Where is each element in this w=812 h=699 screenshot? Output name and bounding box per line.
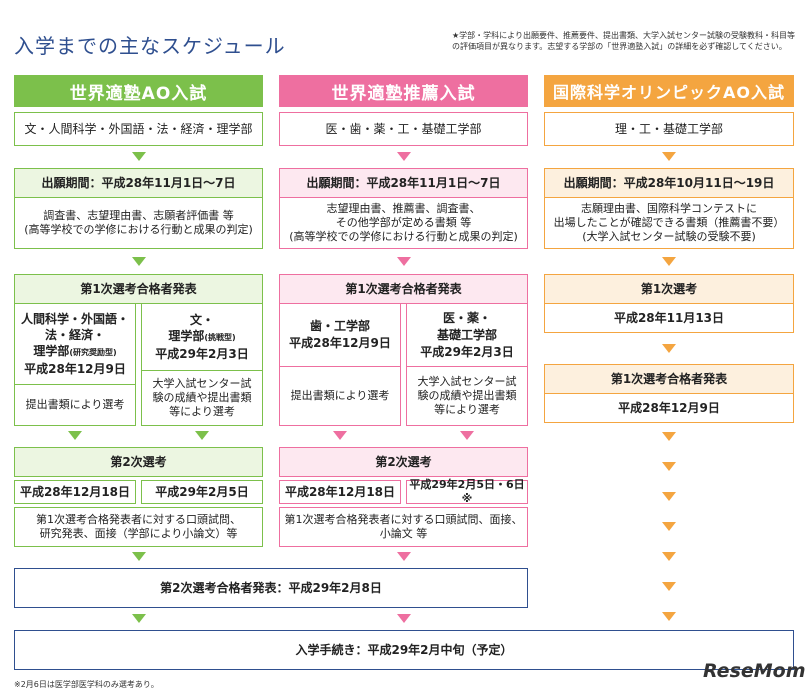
ao-second-date2: 平成29年2月5日 xyxy=(141,480,263,504)
ao-right-method-line2: 験の成績や提出書類 xyxy=(152,391,252,404)
ao-right-method: 大学入試センター試 験の成績や提出書類 等により選考 xyxy=(141,370,263,426)
rec-right-fac-line1: 医・薬・ xyxy=(442,310,491,325)
ao-left-fac-line2: 法・経済・ xyxy=(44,328,105,342)
ao-header: 世界適塾AO入試 xyxy=(14,75,263,107)
note-text: ★学部・学科により出願要件、推薦要件、提出書類、大学入試センター試験の受験教科・… xyxy=(452,31,796,51)
ao-left-method: 提出書類により選考 xyxy=(14,384,136,426)
ao-right-fac-line2: 理学部(挑戦型) xyxy=(168,328,235,346)
ao-right-fac-line1: 文・ xyxy=(189,313,214,327)
ao-right-fac2: 理学部 xyxy=(168,329,205,343)
ao-left-fac3: 理学部 xyxy=(33,344,70,358)
ao-docs-line2: (高等学校での学修における行動と成果の判定) xyxy=(24,223,253,236)
rec-right-method-line2: 験の成績や提出書類 xyxy=(417,389,517,402)
rec-faculties: 医・歯・薬・工・基礎工学部 xyxy=(279,112,528,146)
ao-docs: 調査書、志望理由書、志願者評価書 等 (高等学校での学修における行動と成果の判定… xyxy=(14,197,263,249)
ao-first-result: 第1次選考合格者発表 xyxy=(14,274,263,304)
rec-right-method-line1: 大学入試センター試 xyxy=(417,375,517,388)
rec-left-method: 提出書類により選考 xyxy=(279,366,401,426)
ao-second-date1: 平成28年12月18日 xyxy=(14,480,136,504)
ao-second-desc: 第1次選考合格発表者に対する口頭試問、 研究発表、面接（学部により小論文）等 xyxy=(14,507,263,547)
arrow-icon xyxy=(397,152,411,161)
ao-right-fac2-small: (挑戦型) xyxy=(204,333,236,342)
oly-faculties: 理・工・基礎工学部 xyxy=(544,112,794,146)
rec-period: 出願期間：平成28年11月1日〜7日 xyxy=(279,168,528,198)
arrow-icon xyxy=(662,552,676,561)
oly-first: 第1次選考 xyxy=(544,274,794,304)
arrow-icon xyxy=(132,152,146,161)
ao-docs-line1: 調査書、志望理由書、志願者評価書 等 xyxy=(43,209,234,222)
oly-docs-line3: (大学入試センター試験の受験不要) xyxy=(582,230,756,243)
rec-left-date: 平成28年12月9日 xyxy=(289,336,391,350)
logo: ReseMom xyxy=(703,660,806,682)
oly-first-result: 第1次選考合格者発表 xyxy=(544,364,794,394)
arrow-icon xyxy=(662,522,676,531)
rec-second: 第2次選考 xyxy=(279,447,528,477)
arrow-icon xyxy=(662,257,676,266)
oly-result-date: 平成28年12月9日 xyxy=(544,393,794,423)
rec-right-faculty: 医・薬・ 基礎工学部 平成29年2月3日 xyxy=(406,303,528,367)
arrow-icon xyxy=(397,552,411,561)
arrow-icon xyxy=(662,582,676,591)
ao-right-date: 平成29年2月3日 xyxy=(155,347,249,361)
arrow-icon xyxy=(662,152,676,161)
arrow-icon xyxy=(68,431,82,440)
ao-right-method-line3: 等により選考 xyxy=(169,405,235,418)
arrow-icon xyxy=(195,431,209,440)
arrow-icon xyxy=(397,614,411,623)
oly-docs: 志願理由書、国際科学コンテストに 出場したことが確認できる書類（推薦書不要） (… xyxy=(544,197,794,249)
enroll: 入学手続き：平成29年2月中旬（予定） xyxy=(14,630,794,670)
rec-right-date: 平成29年2月3日 xyxy=(420,344,514,359)
rec-second-date1: 平成28年12月18日 xyxy=(279,480,401,504)
oly-first-date: 平成28年11月13日 xyxy=(544,303,794,333)
rec-right-method-line3: 等により選考 xyxy=(434,403,500,416)
rec-right-fac-line2: 基礎工学部 xyxy=(436,327,497,342)
ao-left-fac-line3: 理学部(研究奨励型) xyxy=(33,343,116,361)
rec-docs-line3: (高等学校での学修における行動と成果の判定) xyxy=(289,230,518,243)
rec-left-faculty: 歯・工学部 平成28年12月9日 xyxy=(279,303,401,367)
rec-docs-line2: その他学部が定める書類 等 xyxy=(335,216,472,229)
oly-docs-line2: 出場したことが確認できる書類（推薦書不要） xyxy=(553,216,785,229)
page-title: 入学までの主なスケジュール xyxy=(14,34,286,58)
ao-second: 第2次選考 xyxy=(14,447,263,477)
arrow-icon xyxy=(662,462,676,471)
rec-first-result: 第1次選考合格者発表 xyxy=(279,274,528,304)
rec-right-method: 大学入試センター試 験の成績や提出書類 等により選考 xyxy=(406,366,528,426)
rec-left-fac: 歯・工学部 xyxy=(309,319,370,333)
rec-header: 世界適塾推薦入試 xyxy=(279,75,528,107)
ao-second-desc-line1: 第1次選考合格発表者に対する口頭試問、 xyxy=(36,513,241,526)
ao-right-faculty: 文・ 理学部(挑戦型) 平成29年2月3日 xyxy=(141,303,263,371)
ao-left-fac3-small: (研究奨励型) xyxy=(69,348,117,357)
rec-second-desc-line2: 小論文 等 xyxy=(379,527,428,540)
arrow-icon xyxy=(662,344,676,353)
rec-second-desc-line1: 第1次選考合格発表者に対する口頭試問、面接、 xyxy=(284,513,523,526)
rec-docs: 志望理由書、推薦書、調査書、 その他学部が定める書類 等 (高等学校での学修にお… xyxy=(279,197,528,249)
oly-header: 国際科学オリンピックAO入試 xyxy=(544,75,794,107)
oly-period: 出願期間：平成28年10月11日〜19日 xyxy=(544,168,794,198)
ao-second-desc-line2: 研究発表、面接（学部により小論文）等 xyxy=(39,527,238,540)
ao-faculties: 文・人間科学・外国語・法・経済・理学部 xyxy=(14,112,263,146)
ao-left-faculty: 人間科学・外国語・ 法・経済・ 理学部(研究奨励型) 平成28年12月9日 xyxy=(14,303,136,385)
arrow-icon xyxy=(397,257,411,266)
ao-period: 出願期間：平成28年11月1日〜7日 xyxy=(14,168,263,198)
ao-left-date: 平成28年12月9日 xyxy=(24,362,126,376)
arrow-icon xyxy=(662,612,676,621)
ao-left-fac-line1: 人間科学・外国語・ xyxy=(20,312,129,326)
arrow-icon xyxy=(662,492,676,501)
arrow-icon xyxy=(132,552,146,561)
arrow-icon xyxy=(662,432,676,441)
arrow-icon xyxy=(132,614,146,623)
final-result: 第2次選考合格者発表：平成29年2月8日 xyxy=(14,568,528,608)
arrow-icon xyxy=(333,431,347,440)
ao-right-method-line1: 大学入試センター試 xyxy=(152,377,252,390)
oly-docs-line1: 志願理由書、国際科学コンテストに xyxy=(581,202,757,215)
arrow-icon xyxy=(132,257,146,266)
rec-second-desc: 第1次選考合格発表者に対する口頭試問、面接、 小論文 等 xyxy=(279,507,528,547)
rec-docs-line1: 志望理由書、推薦書、調査書、 xyxy=(326,202,481,215)
rec-second-date2: 平成29年2月5日・6日※ xyxy=(406,478,528,505)
footnote: ※2月6日は医学部医学科のみ選考あり。 xyxy=(14,680,159,689)
arrow-icon xyxy=(460,431,474,440)
